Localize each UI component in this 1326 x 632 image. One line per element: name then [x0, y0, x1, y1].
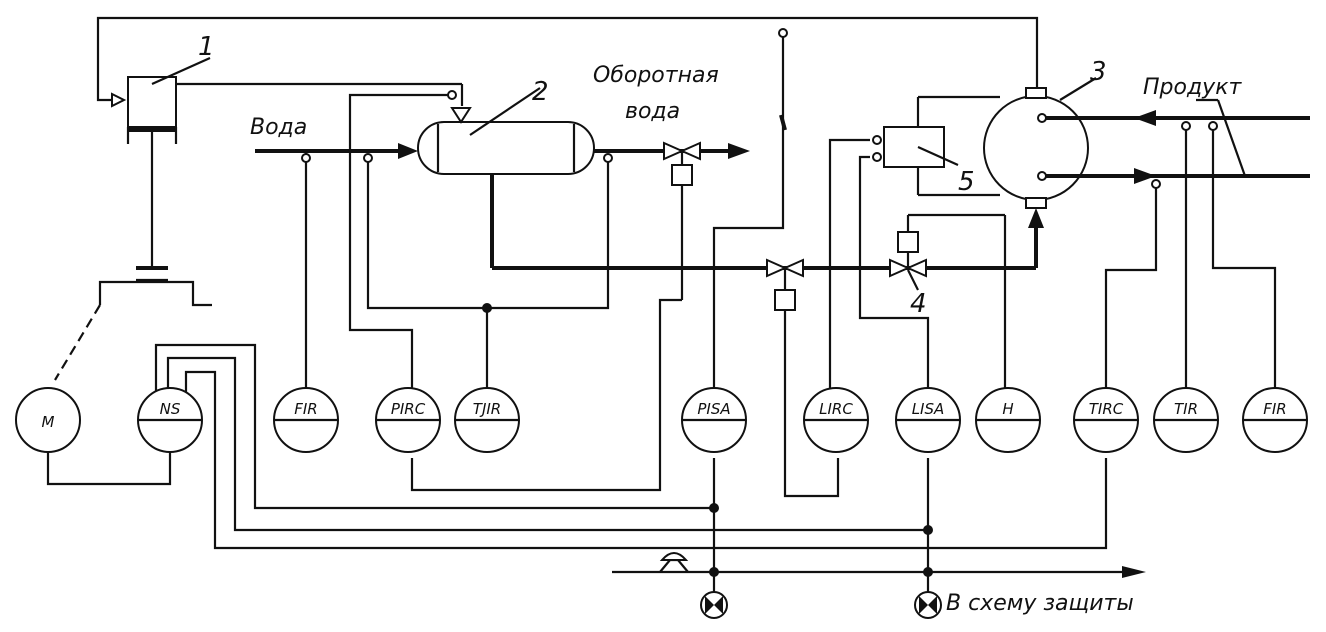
instrument-tag: H [1002, 400, 1013, 418]
protection-line: В схему защиты [612, 552, 1146, 616]
unit-3-number: 3 [1090, 57, 1107, 87]
alarm-lamp-2 [914, 591, 942, 619]
instrument-tag: FIR [294, 400, 317, 418]
water-inlet-line: Вода [250, 115, 418, 395]
instrument-tag: M [42, 413, 55, 431]
instrument-ns: NS [137, 387, 203, 453]
instrument-pirc: PIRC [375, 387, 441, 453]
instrument-lirc: LIRC [803, 387, 869, 453]
return-water-label-1: Оборотная [593, 63, 719, 88]
unit-2-vessel: 2 [417, 77, 595, 268]
alarm-lamp-1 [700, 591, 728, 619]
instrument-tag: TJIR [473, 400, 501, 418]
top-control-loop [96, 16, 1039, 108]
instrument-tag: PISA [697, 400, 730, 418]
instrument-fir-left: FIR [273, 387, 339, 453]
instrument-tir: TIR [1153, 387, 1219, 453]
main-transfer-line: 4 [492, 208, 1044, 395]
instrument-tag: FIR [1263, 400, 1286, 418]
unit-1-actuator: 1 [54, 32, 464, 381]
instrument-lisa: LISA [895, 387, 961, 453]
instrument-pisa: PISA [681, 387, 747, 453]
unit-3-reactor: 3 [983, 57, 1107, 209]
unit-5-regulator: 5 [872, 95, 1000, 197]
water-label: Вода [250, 115, 307, 140]
protection-label: В схему защиты [946, 591, 1134, 616]
instrument-tag: TIRC [1089, 400, 1124, 418]
instrument-tag: TIR [1174, 400, 1198, 418]
valve-4-number: 4 [910, 289, 927, 319]
unit-2-number: 2 [532, 77, 549, 107]
return-water-line: Оборотная вода [593, 63, 750, 300]
instrument-tag: NS [160, 400, 181, 418]
unit-5-number: 5 [958, 167, 975, 197]
instrument-tag: LIRC [819, 400, 853, 418]
instrument-tjir: TJIR [454, 387, 520, 453]
unit-1-number: 1 [198, 32, 215, 62]
product-label: Продукт [1143, 75, 1242, 100]
instrument-lines [46, 28, 1277, 592]
return-water-label-2: вода [625, 99, 680, 124]
product-lines: Продукт [1046, 75, 1310, 189]
instrument-fir-right: FIR [1242, 387, 1308, 453]
instrument-h: H [975, 387, 1041, 453]
instrument-tag: LISA [912, 400, 945, 418]
instrument-motor: M [15, 387, 81, 453]
instrument-tirc: TIRC [1073, 387, 1139, 453]
instrument-tag: PIRC [391, 400, 426, 418]
